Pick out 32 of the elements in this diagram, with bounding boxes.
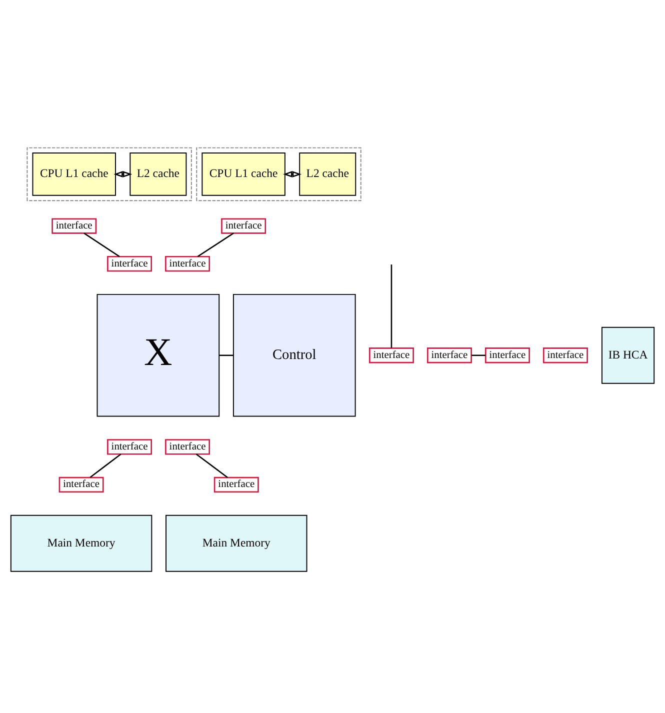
node-box: interface (214, 476, 259, 492)
node-box: interface (165, 438, 210, 454)
arrow (114, 170, 132, 177)
connector (84, 232, 120, 257)
connector (390, 264, 392, 348)
node-box: IB HCA (601, 326, 655, 384)
cluster (196, 146, 362, 201)
arrow (283, 170, 302, 177)
node-box: interface (107, 438, 152, 454)
node-box: Control (232, 293, 356, 416)
connector (471, 354, 486, 356)
node-box: interface (58, 476, 104, 492)
connector (196, 453, 228, 478)
node-box: interface (165, 256, 210, 272)
node-box: Main Memory (10, 514, 152, 572)
node-box: L2 cache (299, 152, 356, 196)
node-box: interface (107, 256, 152, 272)
node-box: L2 cache (130, 152, 187, 196)
node-box: CPU L1 cache (32, 152, 116, 196)
node-box: interface (369, 347, 414, 363)
cluster (26, 146, 192, 201)
node-box: X (96, 293, 220, 416)
node-box: Main Memory (166, 514, 308, 572)
node-box: interface (426, 347, 472, 363)
node-box: CPU L1 cache (202, 152, 286, 196)
connector (219, 354, 234, 356)
node-box: interface (542, 347, 588, 363)
connector (197, 232, 234, 257)
connector (90, 453, 122, 478)
node-box: interface (52, 218, 97, 234)
node-box: interface (221, 218, 266, 234)
node-box: interface (484, 347, 530, 363)
